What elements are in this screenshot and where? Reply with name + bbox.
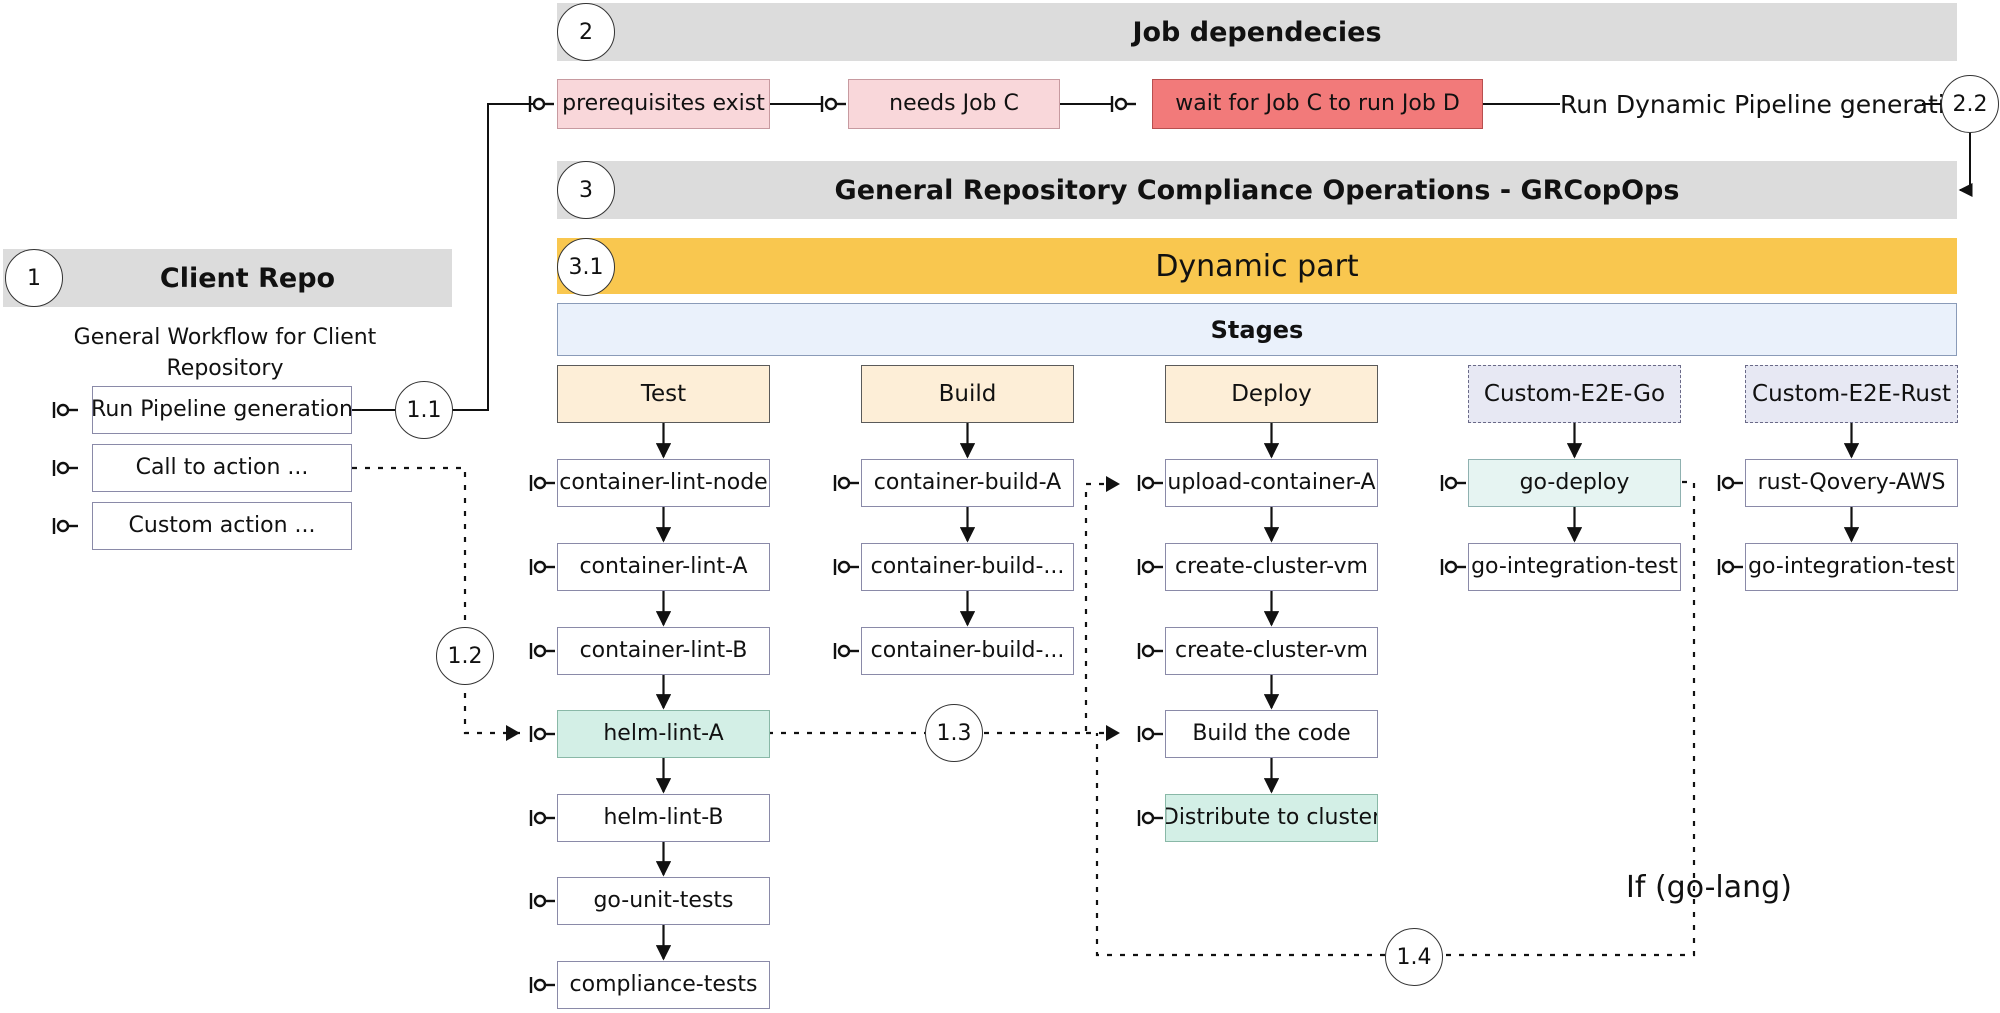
key-icon bbox=[1137, 726, 1163, 742]
key-icon bbox=[1440, 475, 1466, 491]
job-test-1[interactable]: container-lint-A bbox=[557, 543, 770, 591]
key-icon bbox=[529, 726, 555, 742]
dashed-link-1-4 bbox=[1443, 480, 1696, 957]
dashed-link-1-2 bbox=[352, 466, 520, 735]
key-icon bbox=[529, 810, 555, 826]
stage-header-custom-e2e-go[interactable]: Custom-E2E-Go bbox=[1468, 365, 1681, 423]
key-icon bbox=[1440, 559, 1466, 575]
key-icon bbox=[1110, 96, 1136, 112]
key-icon bbox=[529, 977, 555, 993]
job-test-5[interactable]: go-unit-tests bbox=[557, 877, 770, 925]
key-icon bbox=[529, 475, 555, 491]
stage-header-test[interactable]: Test bbox=[557, 365, 770, 423]
client-workflow-subtitle-line1: General Workflow for Client bbox=[73, 325, 377, 350]
job-test-0[interactable]: container-lint-node bbox=[557, 459, 770, 507]
dynamic-part-banner: Dynamic part bbox=[557, 238, 1957, 294]
key-icon bbox=[820, 96, 846, 112]
key-icon bbox=[52, 518, 78, 534]
link-badge-1-2: 1.2 bbox=[436, 627, 494, 685]
dashed-arrowhead bbox=[1106, 476, 1120, 492]
dashed-link-1-4-left bbox=[1095, 733, 1385, 957]
job-deploy-1[interactable]: create-cluster-vm bbox=[1165, 543, 1378, 591]
dashed-arrowhead bbox=[1106, 725, 1120, 741]
client-repo-title: Client Repo bbox=[159, 262, 336, 294]
job-build-1[interactable]: container-build-... bbox=[861, 543, 1074, 591]
job-test-2[interactable]: container-lint-B bbox=[557, 627, 770, 675]
go-lang-condition: If (go-lang) bbox=[1626, 870, 1792, 905]
key-icon bbox=[833, 475, 859, 491]
trigger-badge-2-2: 2.2 bbox=[1941, 75, 1999, 133]
dep-prerequisites-exist[interactable]: prerequisites exist bbox=[557, 79, 770, 129]
client-workflow-subtitle: General Workflow for Client Repository bbox=[60, 322, 390, 384]
link-badge-1-1: 1.1 bbox=[395, 381, 453, 439]
dashed-link-1-3-right bbox=[984, 482, 1120, 735]
key-icon bbox=[1137, 643, 1163, 659]
job-dependencies-banner: Job dependecies bbox=[557, 3, 1957, 61]
job-custom-e2e-rust-0[interactable]: rust-Qovery-AWS bbox=[1745, 459, 1958, 507]
job-custom-e2e-rust-1[interactable]: go-integration-test bbox=[1745, 543, 1958, 591]
dashed-arrowhead bbox=[506, 725, 520, 741]
client-action-custom[interactable]: Custom action ... bbox=[92, 502, 352, 550]
run-dynamic-pipeline-text: Run Dynamic Pipeline generation bbox=[1560, 90, 1976, 119]
stages-banner: Stages bbox=[557, 303, 1957, 356]
dep-needs-job-c[interactable]: needs Job C bbox=[848, 79, 1060, 129]
stage-header-deploy[interactable]: Deploy bbox=[1165, 365, 1378, 423]
dynamic-part-badge: 3.1 bbox=[557, 238, 615, 296]
job-custom-e2e-go-1[interactable]: go-integration-test bbox=[1468, 543, 1681, 591]
job-test-6[interactable]: compliance-tests bbox=[557, 961, 770, 1009]
stage-header-build[interactable]: Build bbox=[861, 365, 1074, 423]
dynamic-part-title: Dynamic part bbox=[1155, 248, 1359, 284]
job-test-4[interactable]: helm-lint-B bbox=[557, 794, 770, 842]
stages-title: Stages bbox=[1210, 315, 1304, 344]
key-icon bbox=[1137, 810, 1163, 826]
client-repo-banner: Client Repo bbox=[3, 249, 452, 307]
job-dependencies-badge: 2 bbox=[557, 3, 615, 61]
job-test-3[interactable]: helm-lint-A bbox=[557, 710, 770, 758]
key-icon bbox=[528, 96, 554, 112]
link-badge-1-4: 1.4 bbox=[1385, 928, 1443, 986]
grcopops-title: General Repository Compliance Operations… bbox=[834, 174, 1680, 206]
client-workflow-subtitle-line2: Repository bbox=[166, 356, 284, 381]
dep-wait-for-job-c[interactable]: wait for Job C to run Job D bbox=[1152, 79, 1483, 129]
job-build-2[interactable]: container-build-... bbox=[861, 627, 1074, 675]
client-action-run-pipeline[interactable]: Run Pipeline generation bbox=[92, 386, 352, 434]
flow-trigger-to-grc bbox=[1958, 133, 1973, 197]
key-icon bbox=[529, 559, 555, 575]
job-deploy-0[interactable]: upload-container-A bbox=[1165, 459, 1378, 507]
stage-header-custom-e2e-rust[interactable]: Custom-E2E-Rust bbox=[1745, 365, 1958, 423]
client-action-call-to-action[interactable]: Call to action ... bbox=[92, 444, 352, 492]
key-icon bbox=[52, 402, 78, 418]
key-icon bbox=[1137, 559, 1163, 575]
job-custom-e2e-go-0[interactable]: go-deploy bbox=[1468, 459, 1681, 507]
key-icon bbox=[1137, 475, 1163, 491]
job-deploy-4[interactable]: Distribute to cluster bbox=[1165, 794, 1378, 842]
job-deploy-3[interactable]: Build the code bbox=[1165, 710, 1378, 758]
key-icon bbox=[1717, 559, 1743, 575]
job-deploy-2[interactable]: create-cluster-vm bbox=[1165, 627, 1378, 675]
job-dependencies-title: Job dependecies bbox=[1132, 16, 1382, 48]
key-icon bbox=[833, 643, 859, 659]
client-repo-badge: 1 bbox=[5, 249, 63, 307]
job-build-0[interactable]: container-build-A bbox=[861, 459, 1074, 507]
key-icon bbox=[529, 893, 555, 909]
grcopops-badge: 3 bbox=[557, 161, 615, 219]
key-icon bbox=[529, 643, 555, 659]
link-badge-1-3: 1.3 bbox=[925, 704, 983, 762]
key-icon bbox=[52, 460, 78, 476]
grcopops-banner: General Repository Compliance Operations… bbox=[557, 161, 1957, 219]
key-icon bbox=[1717, 475, 1743, 491]
key-icon bbox=[833, 559, 859, 575]
